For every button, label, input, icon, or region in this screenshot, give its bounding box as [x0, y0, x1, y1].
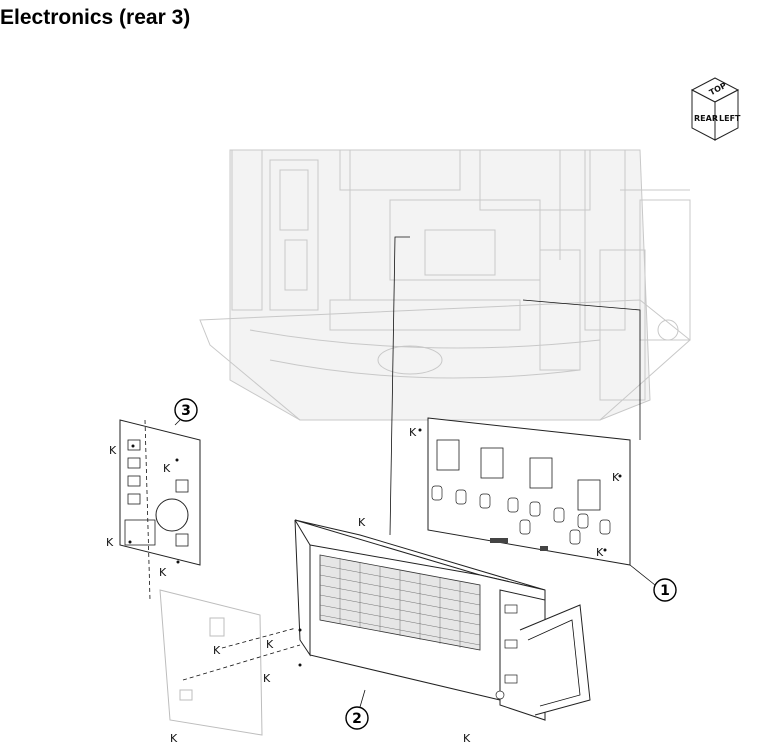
orientation-cube-icon: TOP REAR LEFT [690, 77, 741, 141]
screw-label: K [409, 426, 417, 439]
screw-labels: K K K K K K K K K K K K K [106, 426, 622, 745]
callout-1: 1 [629, 564, 677, 602]
printer-frame [199, 149, 691, 421]
page-title: Electronics (rear 3) [0, 6, 191, 29]
screw-label: K [106, 536, 114, 549]
part-1-circuit-board [427, 417, 631, 566]
mounting-bracket [159, 589, 263, 736]
cube-left-label: LEFT [719, 114, 741, 123]
screw-label: K [463, 732, 471, 745]
callout-3: 3 [174, 398, 198, 426]
part-2-power-supply [294, 519, 591, 721]
alignment-lines [144, 236, 641, 681]
callout-2: 2 [345, 689, 369, 730]
screw-label: K [163, 462, 171, 475]
screw-label: K [170, 732, 178, 745]
screw-label: K [596, 546, 604, 559]
callout-1-number: 1 [660, 583, 670, 599]
screw-label: K [612, 471, 620, 484]
cube-rear-label: REAR [694, 114, 718, 123]
callout-3-number: 3 [181, 403, 191, 419]
screw-label: K [263, 672, 271, 685]
screw-label: K [358, 516, 366, 529]
screw-label: K [266, 638, 274, 651]
screw-label: K [159, 566, 167, 579]
callout-2-number: 2 [352, 711, 362, 727]
screw-label: K [213, 644, 221, 657]
part-3-control-board [119, 419, 201, 566]
screw-label: K [109, 444, 117, 457]
